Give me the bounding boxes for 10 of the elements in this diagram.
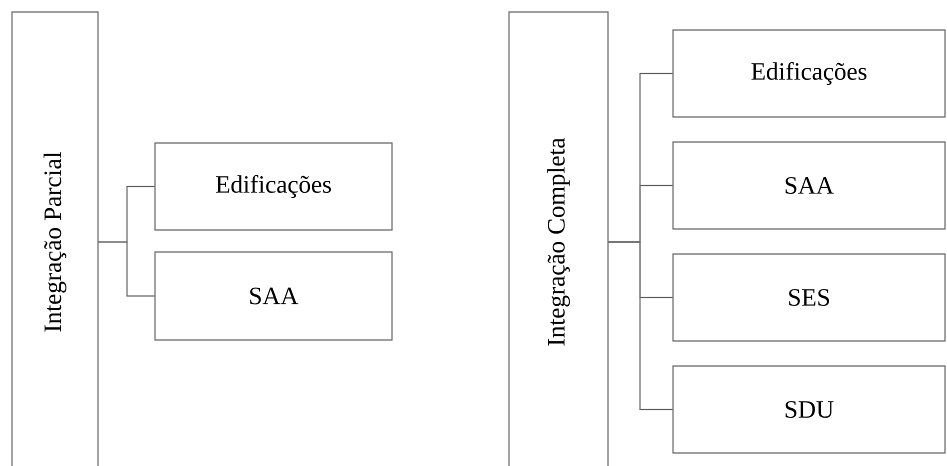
- item-box: SES: [672, 253, 946, 342]
- item-box: Edificações: [672, 29, 946, 118]
- item-box: SAA: [672, 141, 946, 230]
- item-box: SDU: [672, 365, 946, 454]
- category-box: Integração Parcial: [11, 11, 99, 466]
- connector-line: [608, 241, 672, 410]
- item-box: Edificações: [154, 142, 393, 231]
- item-box: SAA: [154, 251, 393, 341]
- connector-line: [98, 241, 154, 297]
- category-box: Integração Completa: [508, 11, 609, 466]
